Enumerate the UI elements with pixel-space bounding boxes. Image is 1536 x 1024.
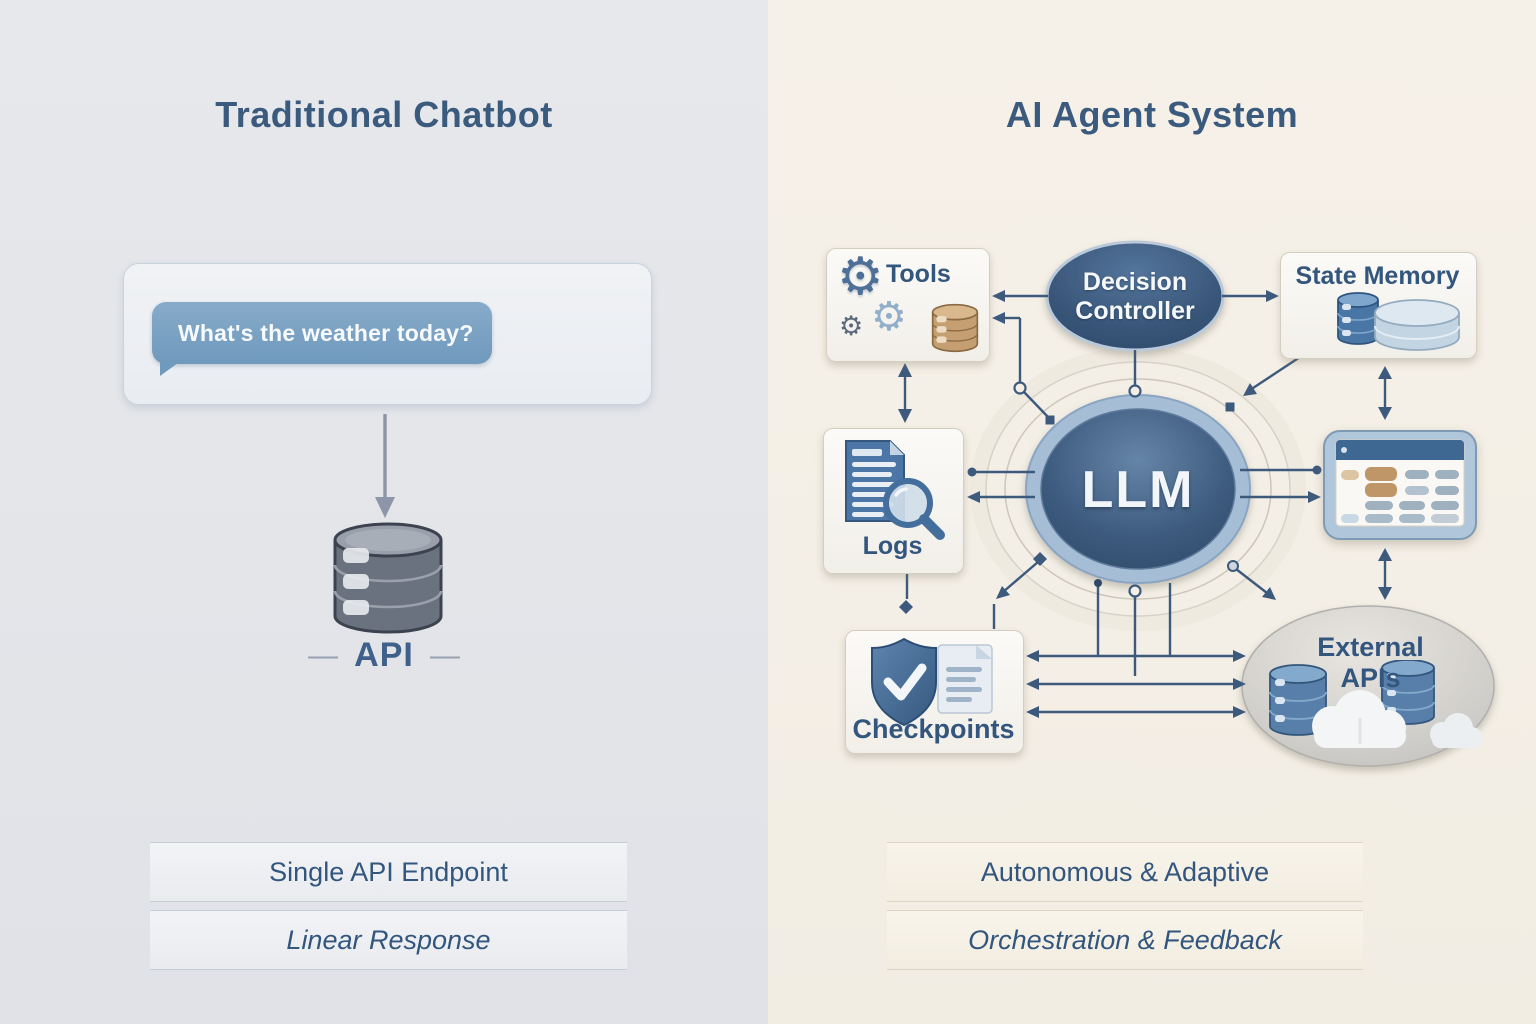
checkpoints-label: Checkpoints xyxy=(852,714,1015,744)
database-icon xyxy=(1337,292,1379,345)
left-feature-2: Linear Response xyxy=(150,910,627,970)
gear-icon: ⚙ xyxy=(837,247,884,307)
external-databases-clouds-icon xyxy=(1269,660,1482,748)
database-icon xyxy=(931,303,979,353)
right-feature-1: Autonomous & Adaptive xyxy=(887,842,1363,902)
chat-message: What's the weather today? xyxy=(178,319,474,346)
left-title: Traditional Chatbot xyxy=(215,94,553,135)
table-icon xyxy=(1323,430,1477,540)
external-apis-label: External APIs xyxy=(1317,632,1424,693)
llm-label: LLM xyxy=(1081,461,1195,519)
llm-ellipse xyxy=(1025,394,1251,584)
api-database-icon xyxy=(333,522,443,634)
database-icon xyxy=(1374,299,1460,351)
decision-controller-label: Decision Controller xyxy=(1075,268,1195,325)
cloud-icon xyxy=(1430,713,1482,748)
connector-lines xyxy=(903,294,1387,714)
logs-label: Logs xyxy=(862,532,923,560)
api-label: API xyxy=(354,636,414,674)
logs-node xyxy=(823,428,964,574)
shield-check-icon xyxy=(871,637,993,727)
gear-icon: ⚙ xyxy=(871,294,907,340)
api-dash-left: — xyxy=(308,638,339,672)
tools-node: ⚙ ⚙ ⚙ xyxy=(826,248,990,362)
database-icon xyxy=(1381,660,1435,725)
tools-label: Tools xyxy=(886,260,951,288)
api-label-row: — API — xyxy=(0,636,768,675)
right-title: AI Agent System xyxy=(1005,94,1299,135)
gear-icon: ⚙ xyxy=(839,311,864,342)
api-dash-right: — xyxy=(429,638,460,672)
left-feature-1: Single API Endpoint xyxy=(150,842,627,902)
state-memory-label: State Memory xyxy=(1295,262,1460,290)
right-feature-2: Orchestration & Feedback xyxy=(887,910,1363,970)
document-search-icon xyxy=(845,440,945,540)
cloud-icon xyxy=(1312,690,1406,748)
checkpoints-node xyxy=(845,630,1024,754)
arrowheads xyxy=(898,290,1392,718)
chat-card: What's the weather today? xyxy=(123,263,652,405)
chat-bubble-icon: What's the weather today? xyxy=(152,302,492,376)
state-memory-node xyxy=(1280,252,1477,359)
junction-nodes xyxy=(899,381,1322,614)
down-arrow-icon xyxy=(375,414,395,518)
